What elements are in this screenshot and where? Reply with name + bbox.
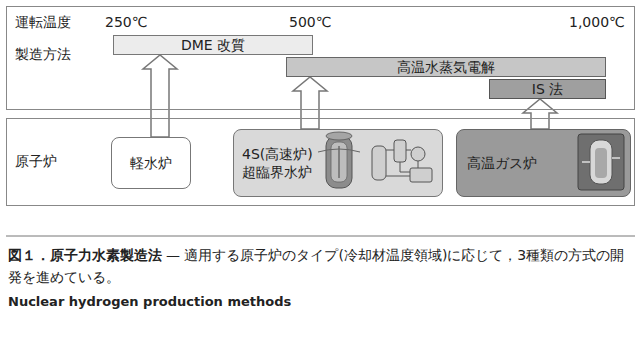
box-label: IS 法 xyxy=(532,80,563,98)
figure-title: 図１．原子力水素製造法 xyxy=(8,247,162,263)
process-box: 高温水蒸気電解 xyxy=(286,57,606,77)
box-label: 高温ガス炉 xyxy=(467,154,537,172)
process-box: IS 法 xyxy=(489,79,606,99)
group-panel: DME 改質高温水蒸気電解 IS 法 運転温度 250℃ 500℃ 1,000℃ 製造方法 xyxy=(6,6,635,110)
box-label: 高温水蒸気電解 xyxy=(397,58,495,76)
block-arrow xyxy=(523,99,557,129)
row-label: 1,000℃ xyxy=(569,13,625,31)
row-label: 運転温度 xyxy=(15,13,71,31)
reactor-vessel-illustration xyxy=(318,132,360,188)
group-panel: 軽水炉 4S(高速炉) 超臨界水炉 高温ガス炉 原子炉 xyxy=(6,118,635,206)
process-box: DME 改質 xyxy=(113,35,313,55)
process-box: 4S(高速炉) 超臨界水炉 xyxy=(233,129,443,197)
row-label: 250℃ xyxy=(105,13,147,31)
block-arrow xyxy=(293,77,327,129)
box-label: 軽水炉 xyxy=(130,154,172,172)
row-label: 500℃ xyxy=(289,13,331,31)
english-caption: Nuclear hydrogen production methods xyxy=(8,294,291,309)
caption-rule xyxy=(6,236,635,237)
plant-schematic-illustration xyxy=(372,140,432,182)
process-box: 高温ガス炉 xyxy=(456,129,631,197)
process-box: 軽水炉 xyxy=(111,137,191,189)
english-title: Nuclear hydrogen production methods xyxy=(8,294,291,309)
box-label: 4S(高速炉) 超臨界水炉 xyxy=(242,145,322,181)
row-label: 原子炉 xyxy=(15,152,57,170)
block-arrow xyxy=(143,55,177,137)
box-label: DME 改質 xyxy=(181,36,245,54)
row-label: 製造方法 xyxy=(15,45,71,63)
htgr-illustration xyxy=(578,134,624,190)
caption-block: 図１．原子力水素製造法— 適用する原子炉のタイプ(冷却材温度領域)に応じて，3種… xyxy=(8,244,633,288)
